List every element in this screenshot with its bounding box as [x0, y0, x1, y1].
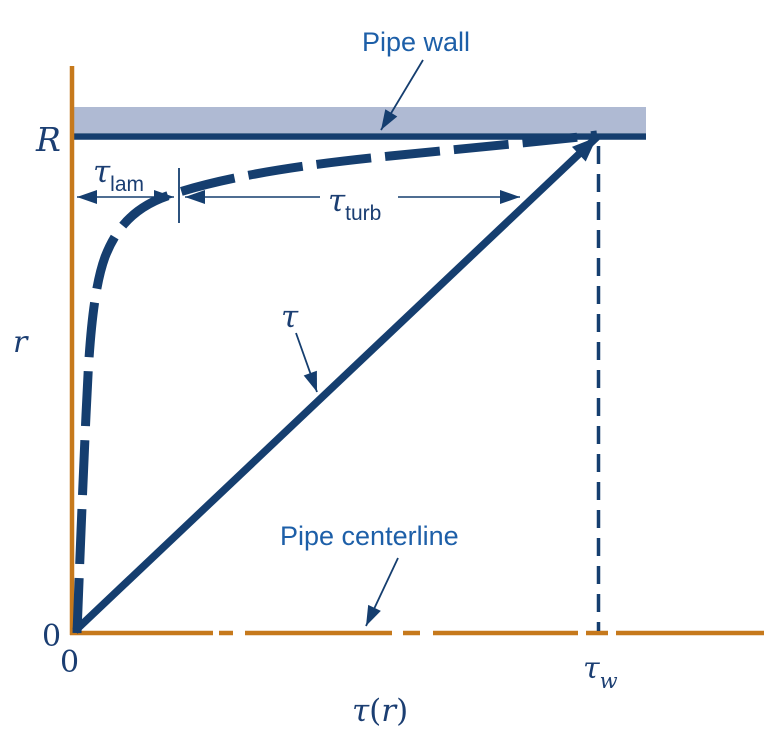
tau-turb-subscript: turb: [345, 202, 381, 225]
tau-annotation-arrow: [295, 332, 318, 393]
tau-lam-label: τlam: [93, 154, 144, 196]
x-axis-label-open-paren: (: [369, 693, 381, 729]
x-axis-label: τ(r): [352, 693, 408, 729]
wall-radius-label: R: [35, 120, 61, 159]
tau-w-subscript: w: [600, 669, 618, 693]
x-axis-label-r: r: [381, 693, 398, 729]
pipe-wall-band: [70, 107, 646, 133]
tau-w-base: τ: [583, 651, 600, 686]
x-axis-label-close-paren: ): [396, 693, 408, 729]
pipe-wall-arrow: [380, 59, 424, 131]
radial-axis-label: r: [13, 325, 29, 360]
tau-lam-base: τ: [93, 154, 111, 190]
tau-w-label: τw: [583, 651, 618, 693]
pipe-wall-label: Pipe wall: [362, 27, 470, 57]
tau-turb-base: τ: [328, 183, 346, 219]
tau-curve-label: τ: [281, 299, 299, 335]
tau-turb-label: τturb: [328, 183, 381, 225]
tau-lam-subscript: lam: [110, 173, 144, 196]
origin-label-x: 0: [60, 645, 79, 680]
x-axis-label-tau: τ: [352, 693, 370, 729]
pipe-centerline-arrow: [365, 557, 399, 627]
total-shear-line: [72, 134, 600, 634]
laminar-turbulent-boundary-curve: [72, 130, 598, 634]
origin-label-y: 0: [42, 619, 61, 654]
pipe-centerline-label: Pipe centerline: [280, 521, 459, 551]
